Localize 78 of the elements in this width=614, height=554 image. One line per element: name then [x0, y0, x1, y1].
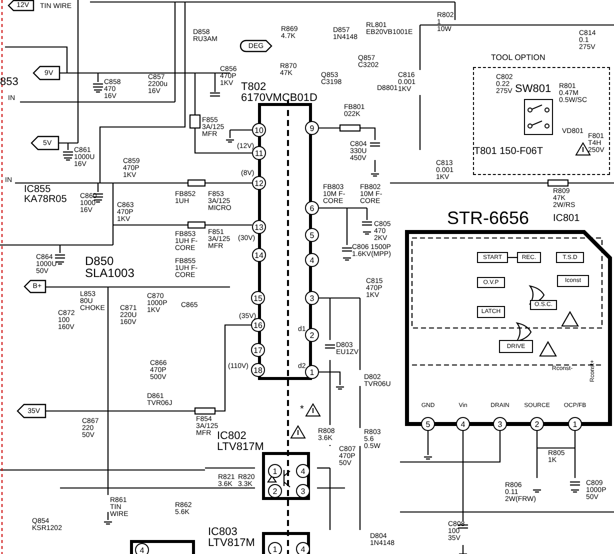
pin-marker — [135, 543, 149, 554]
pin-marker — [305, 291, 319, 305]
pin-number: 3 — [310, 294, 314, 302]
component-label: D850 SLA1003 — [85, 255, 136, 279]
component-label: 853 — [0, 77, 20, 88]
pin-number: 3 — [300, 486, 306, 496]
pin-number: 16 — [254, 320, 262, 330]
pin-number: 5 — [310, 230, 314, 240]
pin-marker — [268, 464, 282, 478]
pin-marker — [252, 123, 266, 137]
component-outline — [130, 540, 195, 554]
pin-marker — [251, 363, 265, 377]
pin-marker — [305, 121, 319, 135]
pin-number: 1 — [272, 466, 278, 476]
pin-marker — [252, 248, 266, 262]
pin-marker — [305, 328, 319, 342]
pin-marker — [305, 201, 319, 215]
pin-number: 4 — [300, 544, 306, 554]
pin-number: 1 — [272, 544, 278, 554]
component-label: SW801 — [515, 84, 552, 95]
function-block — [477, 252, 508, 263]
net-flag — [24, 280, 46, 293]
pin-marker — [305, 253, 319, 267]
pin-number: 5 — [426, 420, 430, 428]
connector-line — [508, 256, 517, 258]
pin-marker — [252, 176, 266, 190]
component-label: IC802 LTV817M — [217, 431, 265, 453]
pin-number: 9 — [310, 124, 314, 132]
pin-marker — [268, 484, 282, 498]
net-flag — [33, 66, 60, 80]
pin-marker — [296, 542, 310, 554]
function-block — [477, 306, 505, 318]
pin-number: 2 — [272, 486, 278, 496]
component-label: T802 6170VMCB01D — [241, 82, 318, 104]
pin-marker — [252, 146, 266, 160]
component-label: TOOL OPTION — [491, 54, 546, 62]
pin-marker — [251, 291, 265, 305]
pin-number: 17 — [254, 346, 262, 354]
pin-number: 4 — [300, 466, 306, 476]
pin-number: 2 — [310, 330, 314, 340]
pin-number: 3 — [498, 420, 502, 428]
pin-number: 12 — [254, 178, 264, 188]
component-label: T801 150-F06T — [474, 147, 544, 157]
function-block — [557, 275, 589, 287]
net-flag — [8, 0, 34, 11]
pin-number: 10 — [254, 126, 264, 134]
function-block — [530, 300, 557, 310]
pin-marker — [268, 542, 282, 554]
pin-number: 6 — [310, 204, 314, 212]
pin-marker — [305, 365, 319, 379]
pin-number: 15 — [254, 294, 262, 302]
pin-marker — [296, 484, 310, 498]
net-flag — [17, 404, 46, 418]
pin-number: 11 — [254, 148, 264, 158]
function-block — [556, 252, 584, 263]
pin-marker — [251, 318, 265, 332]
pin-marker — [252, 220, 266, 234]
function-block — [499, 340, 533, 353]
net-flag — [31, 136, 59, 150]
pin-number: 4 — [140, 546, 144, 554]
pin-number: 18 — [254, 366, 262, 374]
pin-number: 13 — [254, 222, 264, 232]
component-label: IC803 LTV817M — [208, 527, 256, 549]
pin-number: 14 — [254, 250, 264, 260]
pin-marker — [305, 228, 319, 242]
net-flag — [240, 40, 272, 52]
pin-marker — [251, 343, 265, 357]
function-block — [477, 277, 505, 288]
pin-marker — [296, 464, 310, 478]
pin-number: 4 — [460, 420, 466, 428]
component-label: * — [300, 405, 305, 415]
component-label: IC801 — [553, 214, 580, 224]
function-block — [517, 252, 541, 263]
component-label: STR-6656 — [447, 209, 530, 227]
pin-number: 1 — [310, 368, 314, 376]
pin-number: 4 — [310, 256, 314, 264]
pin-number: 2 — [534, 420, 540, 428]
pin-number: 1 — [572, 420, 578, 428]
